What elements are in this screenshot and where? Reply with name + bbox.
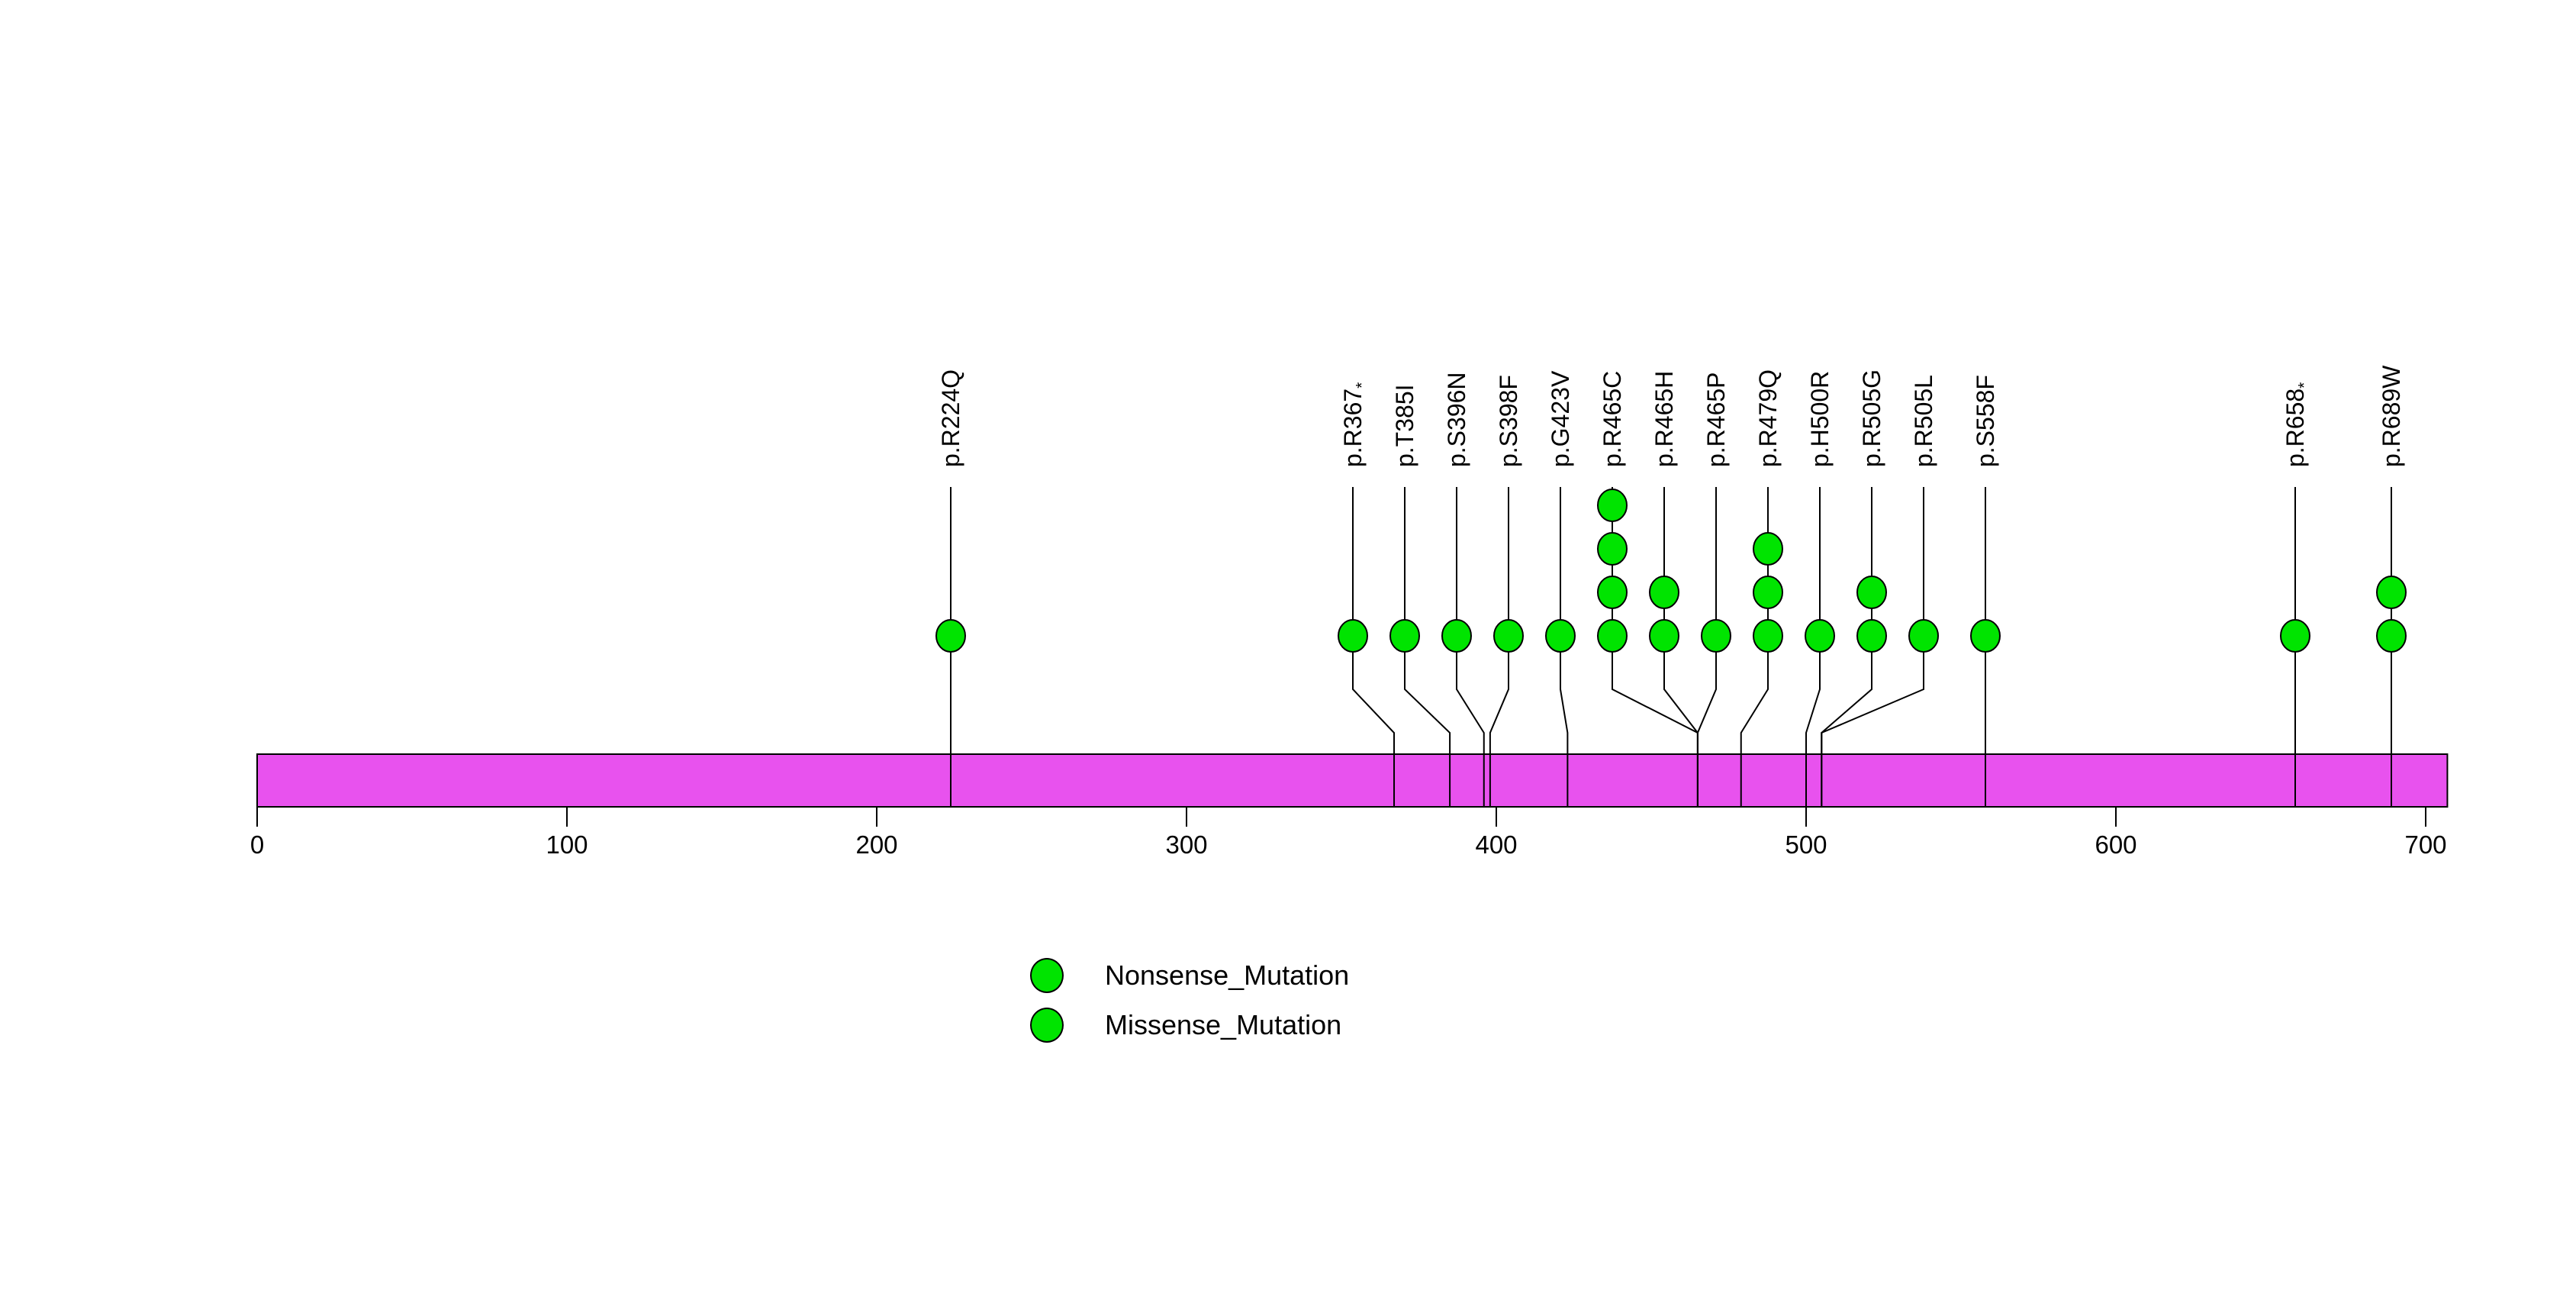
mutation-point [1805,619,1835,653]
axis-tick-label: 500 [1785,830,1827,859]
mutation-point [1701,619,1731,653]
mutation-points [935,489,2407,653]
protein-bar [256,753,2449,808]
legend-label-missense: Missense_Mutation [1105,1009,1342,1040]
mutation-point [1597,489,1628,522]
mutation-point [1597,576,1628,609]
mutation-label: p.S558F [1972,375,1999,467]
axis-tick-label: 100 [546,830,588,859]
mutation-point [1908,619,1939,653]
axis-tick-label: 600 [2095,830,2137,859]
mutation-point [1970,619,2001,653]
mutation-label: p.R367* [1339,382,1371,467]
mutation-label: p.S398F [1495,375,1522,467]
mutation-point [1649,576,1679,609]
mutation-point [1338,619,1368,653]
mutation-point [1753,532,1783,566]
mutation-label: p.R505G [1858,369,1885,467]
nonsense-mutation-dot-icon [1030,958,1064,993]
stem-line [1404,487,1451,807]
mutation-label: p.R465H [1650,370,1678,467]
mutation-label: p.H500R [1806,370,1834,467]
axis-ticks [256,807,2426,827]
mutation-label: p.R465P [1702,372,1730,467]
mutation-point [1856,619,1887,653]
mutation-point [1493,619,1524,653]
mutation-point [1649,619,1679,653]
mutation-point [1441,619,1472,653]
mutation-label: p.R224Q [937,369,964,467]
stem-line [1456,487,1485,807]
mutation-point [935,619,966,653]
stem-line [1352,487,1396,807]
mutation-label: p.R465C [1599,370,1626,467]
mutation-label: p.R689W [2378,365,2405,467]
stem-line [1821,487,1924,807]
axis-tick-label: 200 [855,830,898,859]
axis-tick-label: 700 [2404,830,2447,859]
mutation-point [2376,619,2407,653]
mutation-label: p.G423V [1547,370,1574,467]
mutation-point [1389,619,1420,653]
mutation-point [1753,576,1783,609]
mutation-label: p.R479Q [1754,369,1782,467]
axis-tick-label: 0 [250,830,265,859]
mutation-point [1545,619,1576,653]
mutation-label: p.R505L [1910,375,1937,467]
axis-tick-label: 400 [1475,830,1518,859]
missense-mutation-dot-icon [1030,1008,1064,1043]
mutation-label: p.S396N [1443,372,1470,467]
stem-line [1696,487,1717,807]
mutation-point [1753,619,1783,653]
axis-tick-label: 300 [1165,830,1208,859]
stem-line [1489,487,1509,807]
mutation-point [1597,619,1628,653]
legend-label-nonsense: Nonsense_Mutation [1105,959,1350,991]
mutation-point [2376,576,2407,609]
mutation-label: p.T385I [1391,384,1418,467]
stem-line [1560,487,1569,807]
mutation-label: p.R658* [2281,382,2314,467]
stem-line [1805,487,1821,807]
mutation-point [1856,576,1887,609]
mutation-point [1597,532,1628,566]
mutation-point [2280,619,2310,653]
